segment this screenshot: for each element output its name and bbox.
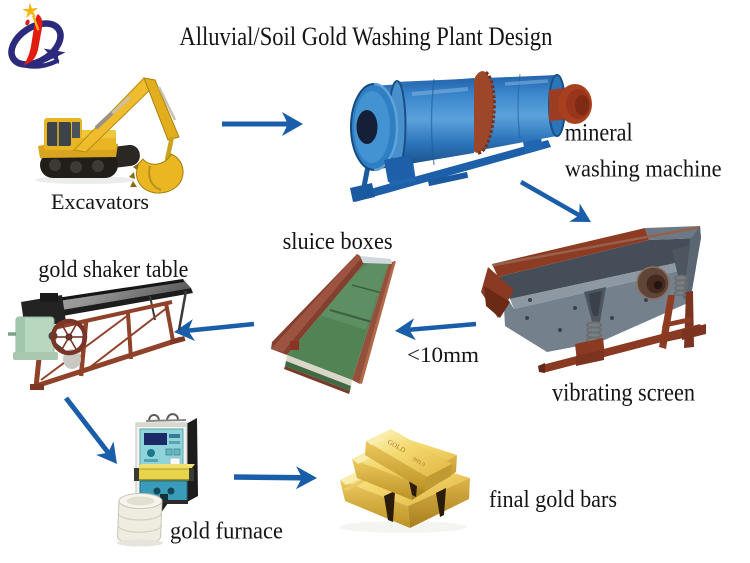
- svg-text:Alluvial/Soil Gold Washing Pla: Alluvial/Soil Gold Washing Plant Design: [179, 22, 552, 51]
- svg-text:vibrating screen: vibrating screen: [552, 380, 695, 407]
- svg-text:Excavators: Excavators: [51, 189, 149, 214]
- svg-text:gold furnace: gold furnace: [170, 519, 283, 545]
- svg-text:final gold bars: final gold bars: [489, 487, 617, 513]
- svg-text:washing machine: washing machine: [565, 155, 722, 182]
- svg-text:gold shaker table: gold shaker table: [38, 256, 188, 283]
- svg-text:sluice boxes: sluice boxes: [283, 229, 393, 255]
- svg-text:999.9: 999.9: [411, 457, 426, 469]
- svg-text:<10mm: <10mm: [407, 342, 479, 367]
